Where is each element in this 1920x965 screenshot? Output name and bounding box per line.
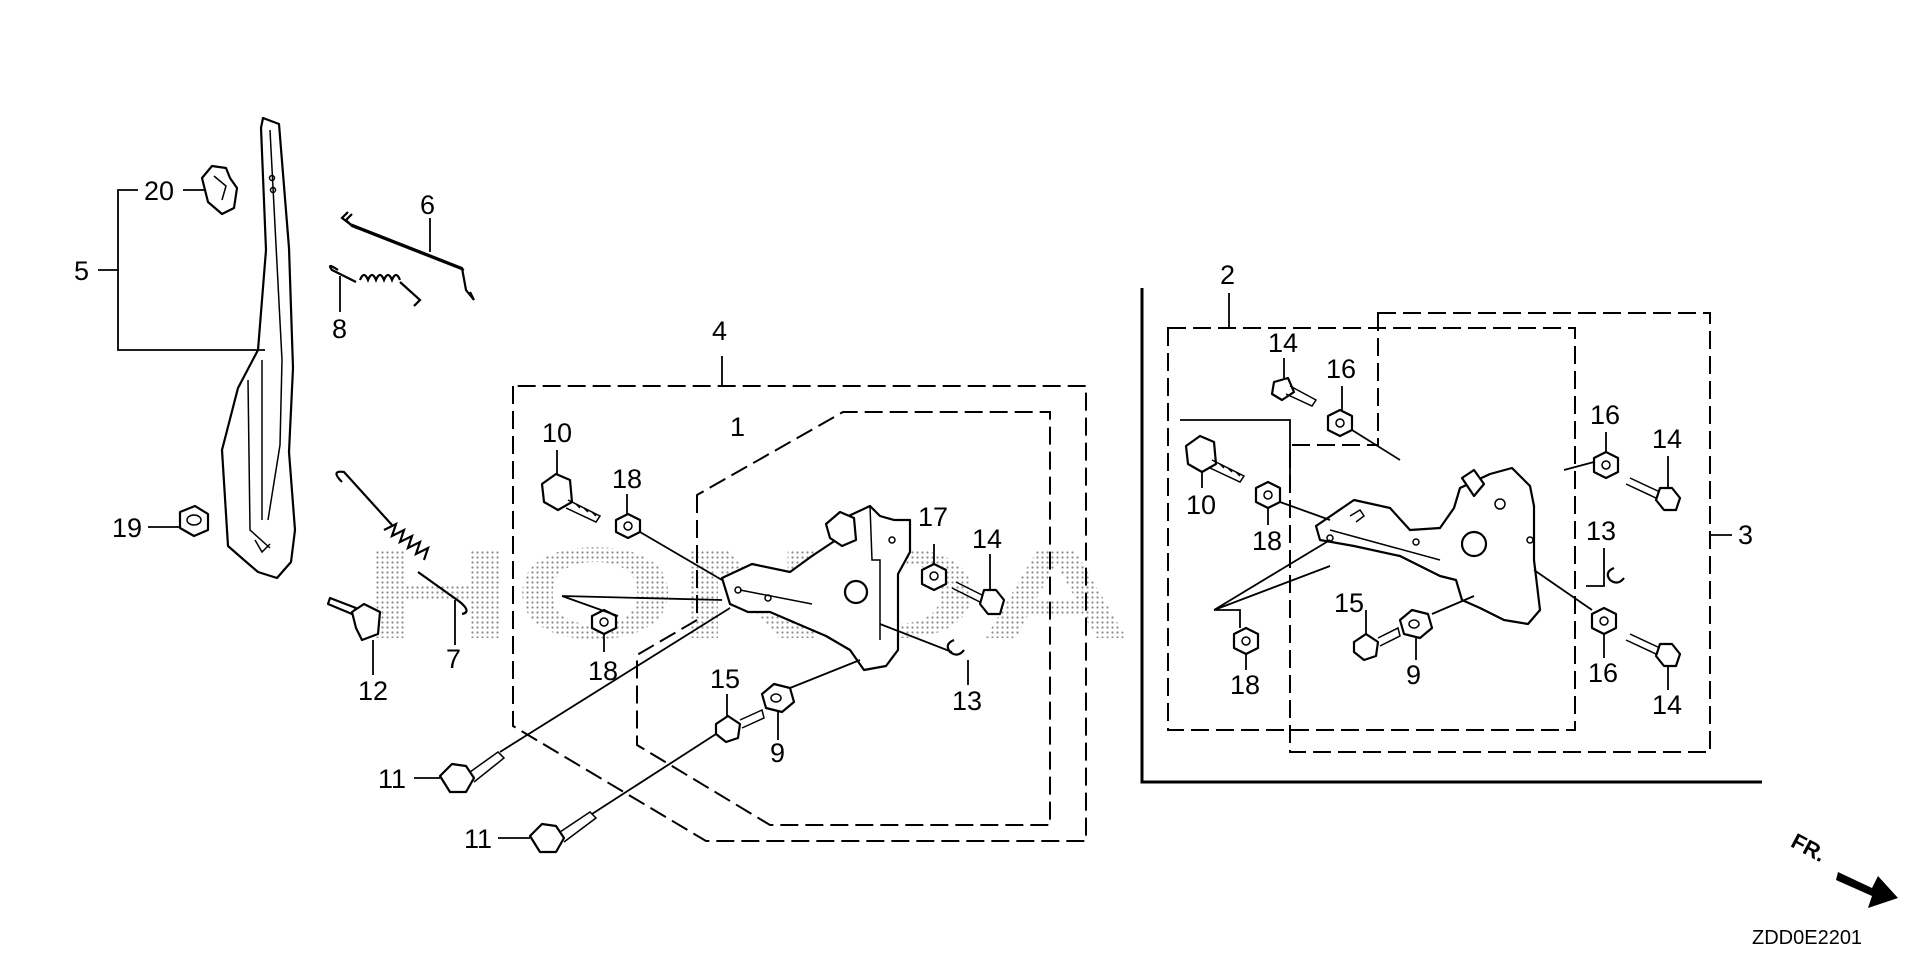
control-base-assembly-1 bbox=[720, 504, 912, 672]
nut-18-upper-right bbox=[1254, 480, 1282, 510]
callout-19: 19 bbox=[112, 513, 142, 543]
governor-spring-part bbox=[328, 264, 422, 307]
callout-14-right-upper: 14 bbox=[1652, 424, 1682, 454]
thumb-screw-part bbox=[326, 596, 382, 642]
callout-labels: 20 5 6 8 19 12 7 4 1 10 18 18 17 14 13 1… bbox=[74, 176, 1753, 854]
callout-14-right-lower: 14 bbox=[1652, 690, 1682, 720]
callout-6: 6 bbox=[420, 190, 435, 220]
callout-18-upper-right: 18 bbox=[1252, 526, 1282, 556]
control-base-assembly-2 bbox=[1314, 466, 1542, 626]
cable-clip-part bbox=[200, 164, 239, 216]
callout-11-lower: 11 bbox=[464, 824, 492, 854]
callout-11-upper: 11 bbox=[378, 764, 406, 794]
collar-9-left bbox=[760, 682, 796, 714]
diagram-code: ZDD0E2201 bbox=[1752, 927, 1862, 949]
bolt-14-left bbox=[951, 581, 1006, 616]
callout-16-right-upper: 16 bbox=[1590, 400, 1620, 430]
assembly-4-frame bbox=[512, 385, 1087, 842]
right-panel-border bbox=[1140, 288, 1762, 784]
flange-bolt-11-upper bbox=[438, 751, 506, 794]
callout-13-right: 13 bbox=[1586, 516, 1616, 546]
nut-16-top bbox=[1326, 408, 1354, 438]
front-direction-label: FR. bbox=[1787, 828, 1830, 867]
callout-18-lower-right: 18 bbox=[1230, 670, 1260, 700]
callout-1: 1 bbox=[730, 412, 745, 442]
control-rod-part bbox=[340, 211, 475, 301]
knob-bolt-10-left bbox=[540, 472, 602, 523]
callout-13-left: 13 bbox=[952, 686, 982, 716]
callout-10-left: 10 bbox=[542, 418, 572, 448]
callout-16-top: 16 bbox=[1326, 354, 1356, 384]
return-spring-part bbox=[335, 470, 468, 616]
callout-9-left: 9 bbox=[770, 738, 785, 768]
callout-12: 12 bbox=[358, 676, 388, 706]
nut-16-right-upper bbox=[1592, 450, 1620, 480]
callout-20: 20 bbox=[144, 176, 174, 206]
throttle-lever-part bbox=[220, 116, 297, 580]
bolt-14-right-lower bbox=[1625, 633, 1682, 668]
callout-5: 5 bbox=[74, 256, 89, 286]
collar-9-right bbox=[1398, 608, 1434, 640]
assembly-1-frame bbox=[636, 411, 1051, 826]
callout-15-right: 15 bbox=[1334, 588, 1364, 618]
assembly-2-frame bbox=[1167, 327, 1576, 731]
callout-8: 8 bbox=[332, 314, 347, 344]
callout-10-right: 10 bbox=[1186, 490, 1216, 520]
screw-15-left bbox=[714, 708, 765, 744]
callout-2: 2 bbox=[1220, 260, 1235, 290]
screw-15-right bbox=[1352, 626, 1401, 662]
front-direction-arrow: FR. bbox=[1787, 828, 1898, 908]
callout-7: 7 bbox=[446, 644, 461, 674]
knob-bolt-10-right bbox=[1184, 434, 1246, 483]
callout-4: 4 bbox=[712, 316, 727, 346]
nut-16-right-lower bbox=[1590, 606, 1618, 636]
callout-15-left: 15 bbox=[710, 664, 740, 694]
callout-18-upper-left: 18 bbox=[612, 464, 642, 494]
callout-9-right: 9 bbox=[1406, 660, 1421, 690]
e-clip-13-right bbox=[1606, 566, 1625, 584]
flange-nut-19 bbox=[178, 504, 210, 538]
callout-3: 3 bbox=[1738, 520, 1753, 550]
callout-17: 17 bbox=[918, 502, 948, 532]
assembly-3-frame bbox=[1289, 312, 1711, 753]
bolt-14-top bbox=[1270, 376, 1318, 407]
bolt-14-right-upper bbox=[1625, 477, 1682, 512]
nut-18-lower-left bbox=[590, 608, 618, 636]
nut-18-lower-right bbox=[1232, 626, 1260, 656]
callout-14-top: 14 bbox=[1268, 328, 1298, 358]
nut-17 bbox=[920, 562, 948, 592]
flange-bolt-11-lower bbox=[528, 811, 598, 854]
callout-16-right-lower: 16 bbox=[1588, 658, 1618, 688]
nut-18-upper-left bbox=[614, 512, 642, 540]
callout-18-lower-left: 18 bbox=[588, 656, 618, 686]
callout-14-left: 14 bbox=[972, 524, 1002, 554]
